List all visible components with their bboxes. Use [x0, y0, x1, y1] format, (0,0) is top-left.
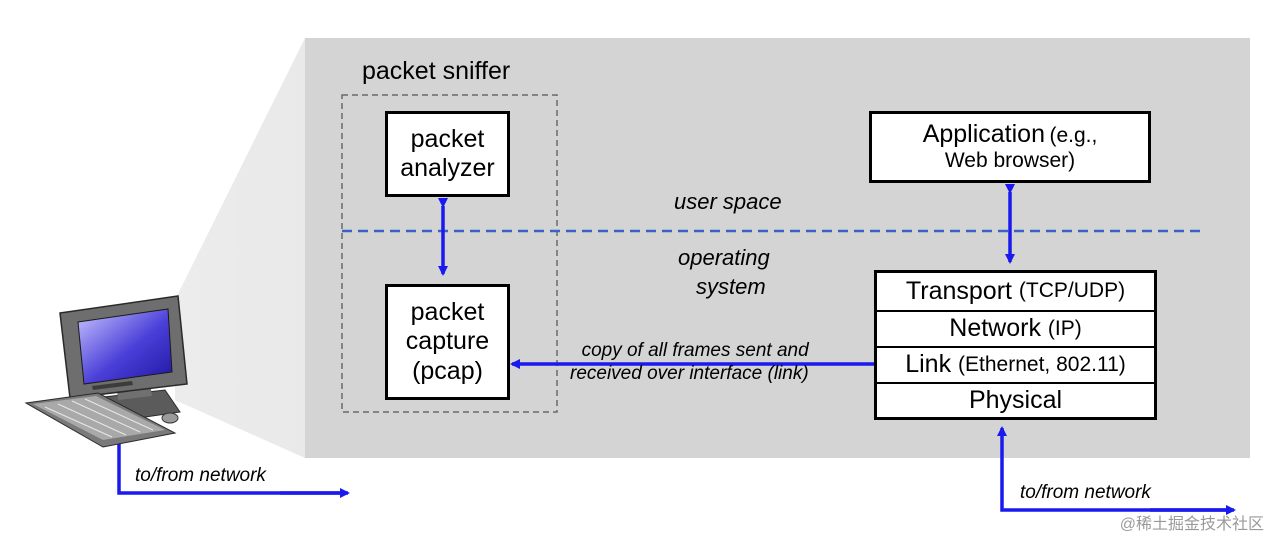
copy-label-line2: received over interface (link) — [570, 363, 809, 385]
left-network-label: to/from network — [135, 465, 266, 486]
packet-sniffer-region — [341, 94, 558, 413]
os-label-line1: operating — [678, 245, 770, 270]
layer-detail: (Ethernet, 802.11) — [958, 352, 1126, 376]
layer-name: Network — [949, 314, 1041, 343]
os-label: operating system — [678, 243, 770, 301]
user-space-label: user space — [674, 189, 782, 214]
stack-layer-physical: Physical — [877, 382, 1154, 417]
layer-name: Link — [905, 350, 952, 379]
packet-capture-box: packet capture (pcap) — [385, 284, 510, 400]
computer-icon — [24, 295, 188, 448]
application-label: Application — [922, 119, 1045, 148]
layer-detail: (TCP/UDP) — [1018, 279, 1126, 303]
copy-label-line1: copy of all frames sent and — [581, 340, 809, 361]
stack-layer-network: Network (IP) — [877, 310, 1154, 346]
right-network-label: to/from network — [1020, 482, 1151, 503]
analyzer-line1: packet — [410, 124, 485, 153]
stack-layer-link: Link (Ethernet, 802.11) — [877, 346, 1154, 382]
capture-line1: packet — [410, 297, 485, 326]
capture-line3: (pcap) — [412, 356, 483, 385]
analyzer-line2: analyzer — [400, 154, 495, 182]
application-box: Application (e.g., Web browser) — [869, 111, 1151, 183]
packet-sniffer-title: packet sniffer — [362, 57, 511, 85]
packet-analyzer-box: packet analyzer — [385, 111, 510, 197]
layer-detail: (IP) — [1047, 316, 1082, 340]
watermark: @稀土掘金技术社区 — [1119, 516, 1264, 533]
application-paren: (e.g., — [1049, 123, 1098, 147]
os-label-line2: system — [696, 274, 766, 300]
capture-line2: capture — [405, 327, 490, 356]
protocol-stack: Transport (TCP/UDP) Network (IP) Link (E… — [874, 270, 1157, 420]
application-line2: Web browser) — [944, 149, 1076, 173]
layer-name: Transport — [905, 276, 1012, 305]
copy-frames-label: copy of all frames sent and received ove… — [570, 339, 809, 385]
layer-name: Physical — [968, 385, 1063, 414]
stack-layer-transport: Transport (TCP/UDP) — [877, 273, 1154, 310]
